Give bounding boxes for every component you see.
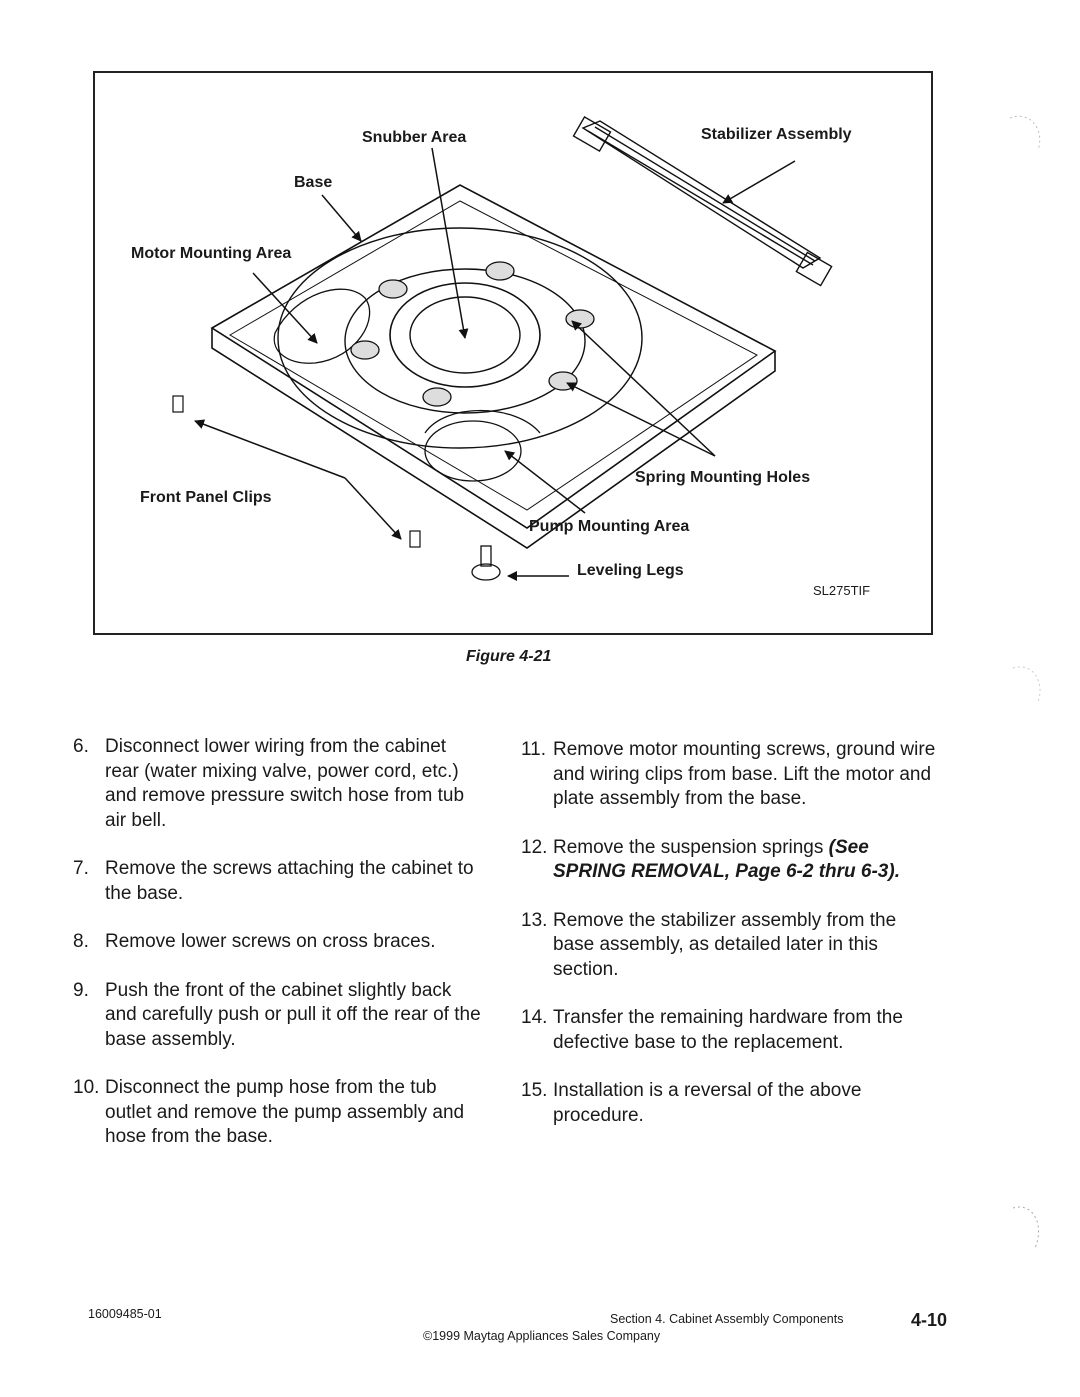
step-11: 11. Remove motor mounting screws, ground… [521, 738, 936, 812]
label-motor-mounting-area: Motor Mounting Area [131, 245, 292, 262]
step-number: 14. [521, 1007, 548, 1028]
figure-frame: Snubber Area Base Motor Mounting Area St… [93, 71, 933, 635]
step-text: Remove lower screws on cross braces. [105, 931, 436, 952]
step-text: Remove the stabilizer assembly from the … [553, 909, 897, 980]
stabilizer-assembly [572, 116, 833, 287]
copyright: ©1999 Maytag Appliances Sales Company [423, 1329, 661, 1343]
section-title: Section 4. Cabinet Assembly Components [610, 1312, 844, 1326]
step-15: 15. Installation is a reversal of the ab… [521, 1079, 936, 1128]
step-text: Remove the suspension springs (See SPRIN… [553, 836, 936, 885]
figure-caption: Figure 4-21 [466, 648, 552, 665]
binder-hole-mark [1009, 115, 1041, 151]
label-snubber-area: Snubber Area [362, 129, 467, 146]
step-number: 9. [73, 979, 89, 1001]
front-panel-clips [172, 395, 421, 548]
step-9: 9. Push the front of the cabinet slightl… [73, 979, 485, 1053]
step-13: 13. Remove the stabilizer assembly from … [521, 909, 936, 983]
binder-hole-mark [1012, 666, 1041, 703]
pump-mount [424, 409, 541, 482]
base-assembly-drawing [172, 116, 833, 581]
step-number: 15. [521, 1080, 548, 1101]
step-text: Installation is a reversal of the above … [553, 1080, 862, 1126]
step-number: 13. [521, 909, 548, 931]
step-14: 14. Transfer the remaining hardware from… [521, 1006, 936, 1055]
step-number: 7. [73, 858, 89, 879]
label-base: Base [294, 174, 333, 191]
steps-right-column: 11. Remove motor mounting screws, ground… [521, 738, 936, 1128]
drawing-code: SL275TIF [813, 583, 871, 598]
step-number: 11. [521, 739, 547, 760]
label-leveling-legs: Leveling Legs [577, 562, 684, 579]
step-number: 12. [521, 836, 548, 858]
label-front-panel-clips: Front Panel Clips [140, 489, 272, 506]
label-spring-mounting-holes: Spring Mounting Holes [635, 469, 811, 486]
step-text: Transfer the remaining hardware from the… [553, 1007, 903, 1053]
label-stabilizer-assembly: Stabilizer Assembly [701, 126, 852, 143]
steps-left-column: 6. Disconnect lower wiring from the cabi… [73, 735, 485, 1150]
step-text: Remove the screws attaching the cabinet … [105, 858, 474, 904]
page-number: 4-10 [911, 1310, 948, 1330]
step-number: 6. [73, 736, 89, 757]
spring-removal-reference: (See SPRING REMOVAL, Page 6-2 thru 6-3). [553, 836, 900, 883]
step-text: Push the front of the cabinet slightly b… [105, 979, 481, 1050]
step-10: 10. Disconnect the pump hose from the tu… [73, 1076, 485, 1150]
tub-mount [277, 227, 643, 449]
step-number: 8. [73, 931, 89, 952]
binder-hole-mark [1012, 1206, 1040, 1249]
step-text: Disconnect lower wiring from the cabinet… [105, 736, 465, 831]
step-text: Disconnect the pump hose from the tub ou… [105, 1077, 465, 1147]
leveling-leg [471, 545, 501, 581]
step-7: 7. Remove the screws attaching the cabin… [73, 857, 485, 906]
step-text: Remove motor mounting screws, ground wir… [553, 739, 936, 809]
step-6: 6. Disconnect lower wiring from the cabi… [73, 735, 485, 833]
motor-mount [273, 288, 371, 364]
base-plate [210, 184, 777, 549]
label-pump-mounting-area: Pump Mounting Area [529, 518, 690, 535]
doc-number: 16009485-01 [88, 1307, 162, 1321]
callout-arrows [194, 147, 796, 581]
step-12: 12. Remove the suspension springs (See S… [521, 836, 936, 885]
step-8: 8. Remove lower screws on cross braces. [73, 930, 485, 955]
step-number: 10. [73, 1077, 100, 1098]
step-12-text: Remove the suspension springs [553, 836, 824, 858]
